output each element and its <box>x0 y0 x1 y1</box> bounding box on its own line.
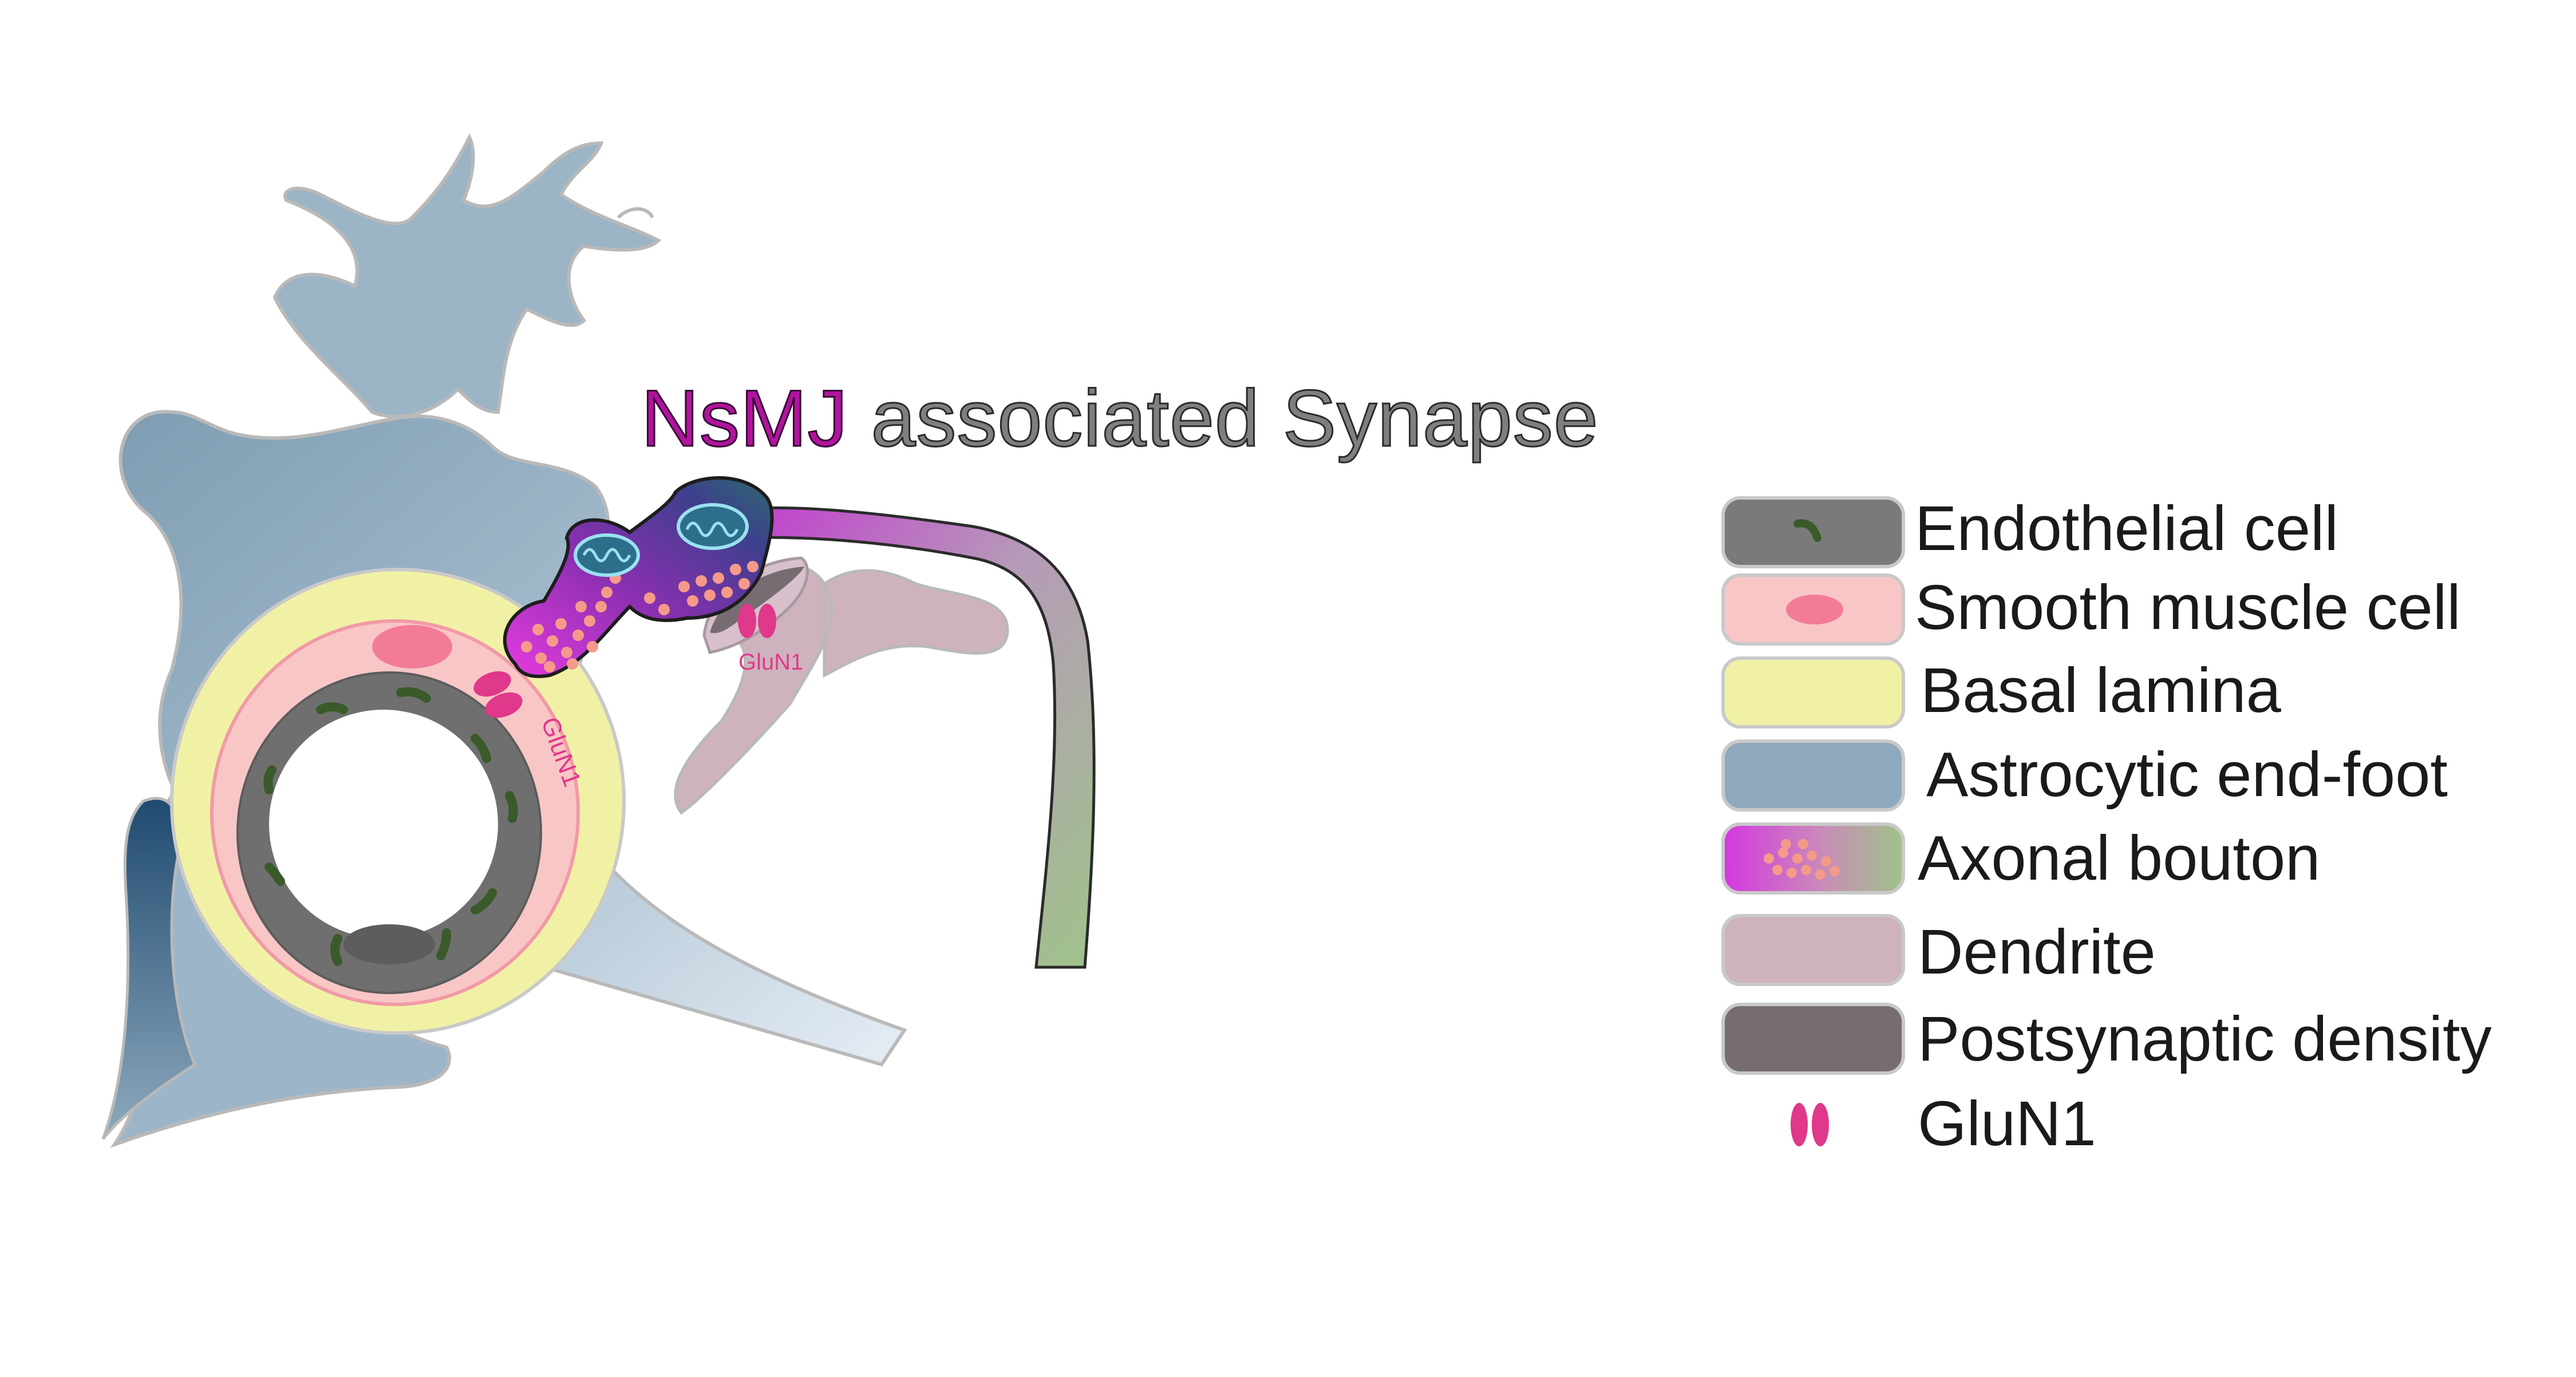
glun1-receptor-left <box>473 671 523 718</box>
legend-swatch-basal-lamina <box>1721 656 1905 729</box>
vessel-lumen <box>269 710 498 939</box>
endothelial-nuclei <box>263 687 518 966</box>
legend-swatches <box>1721 496 1905 1146</box>
legend-swatch-astrocytic-end-foot <box>1721 739 1905 812</box>
diagram-title: NsMJ associated Synapse <box>641 372 1599 465</box>
mitochondrion-right <box>677 503 749 550</box>
axonal-bouton <box>503 476 774 678</box>
title-rest: associated Synapse <box>848 373 1599 464</box>
legend-swatch-dendrite <box>1721 914 1905 986</box>
endothelial-nucleus-icon <box>1793 519 1822 542</box>
endothelial-bulge <box>343 924 435 964</box>
glun1-label-right: GluN1 <box>738 650 803 675</box>
glun1-receptor-right <box>738 604 776 638</box>
legend-glun1-icon <box>1791 1103 1829 1146</box>
legend-swatch-postsynaptic-density <box>1721 1003 1905 1075</box>
title-highlight: NsMJ <box>641 373 849 464</box>
blood-vessel <box>170 568 626 1035</box>
smooth-muscle-nucleus-icon <box>1786 595 1843 624</box>
astrocyte-soma <box>272 133 662 418</box>
mitochondrion-left <box>574 533 640 577</box>
synaptic-vesicles <box>521 561 758 672</box>
axon <box>737 506 1096 969</box>
postsynaptic-density <box>710 567 804 634</box>
legend-vesicles-icon <box>1764 839 1840 880</box>
smooth-muscle-nucleus <box>372 625 452 668</box>
